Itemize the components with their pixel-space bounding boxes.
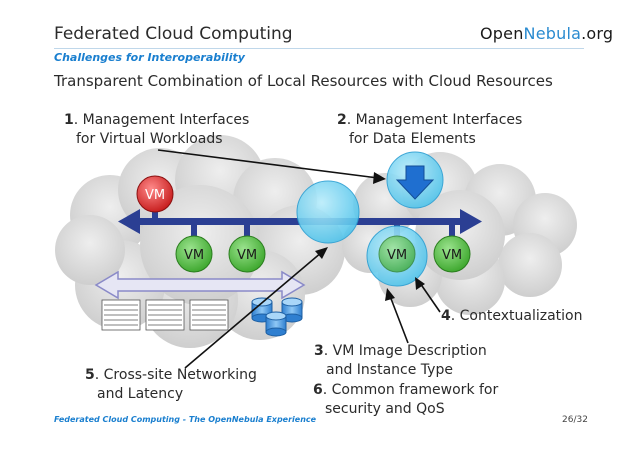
server-racks: [101, 299, 229, 331]
interop-bubble-center: [296, 180, 360, 244]
label-1-line1: . Management Interfaces: [73, 112, 250, 128]
label-5-number: 5: [85, 367, 95, 383]
storage-arrow: [94, 270, 306, 300]
label-1-number: 1: [64, 112, 74, 128]
label-management-data: 2. Management Interfaces for Data Elemen…: [337, 111, 522, 149]
label-4-number: 4: [441, 308, 451, 324]
vm-red-label: VM: [145, 188, 165, 203]
label-vm-image: 3. VM Image Description and Instance Typ…: [314, 342, 487, 380]
label-2-line1: . Management Interfaces: [346, 112, 523, 128]
label-5-line2: and Latency: [97, 386, 184, 402]
label-security-qos: 6. Common framework for security and QoS: [313, 381, 498, 419]
label-4-line1: . Contextualization: [450, 308, 583, 324]
label-6-line1: . Common framework for: [322, 382, 499, 398]
vm-green-label-3: VM: [442, 248, 462, 263]
vm-green-circle-4: [433, 235, 471, 273]
slide-title: Federated Cloud Computing: [54, 24, 293, 44]
vm-green-circle-3: [378, 235, 416, 273]
label-management-workloads: 1. Management Interfaces for Virtual Wor…: [64, 111, 249, 149]
label-1-line2: for Virtual Workloads: [76, 131, 223, 147]
label-6-number: 6: [313, 382, 323, 398]
label-3-line2: and Instance Type: [326, 362, 453, 378]
vm-green-label-1: VM: [184, 248, 204, 263]
label-cross-site-networking: 5. Cross-site Networking and Latency: [85, 366, 257, 404]
label-5-line1: . Cross-site Networking: [94, 367, 257, 383]
vm-green-circle-1: [175, 235, 213, 273]
vm-green-label-2: VM: [237, 248, 257, 263]
slide-subtitle: Challenges for Interoperability: [54, 51, 245, 64]
vm-red-circle: [136, 175, 174, 213]
label-3-line1: . VM Image Description: [323, 343, 487, 359]
label-2-number: 2: [337, 112, 347, 128]
header-divider: [54, 48, 584, 49]
label-2-line2: for Data Elements: [349, 131, 476, 147]
download-arrow-icon: [395, 165, 435, 200]
pointer-arrows: [157, 149, 441, 369]
label-3-number: 3: [314, 343, 324, 359]
page-number: 26/32: [562, 415, 588, 425]
logo-nebula-text: Nebula: [523, 24, 582, 43]
opennebula-logo: OpenNebula.org: [480, 24, 613, 43]
slide-heading: Transparent Combination of Local Resourc…: [54, 72, 553, 90]
slide-footer: Federated Cloud Computing - The OpenNebu…: [54, 415, 317, 424]
logo-open-text: Open: [480, 24, 524, 43]
vm-blue-label: VM: [387, 248, 407, 263]
storage-cylinders: [251, 297, 303, 337]
logo-org-text: .org: [581, 24, 614, 43]
label-contextualization: 4. Contextualization: [441, 307, 582, 326]
vm-green-circle-2: [228, 235, 266, 273]
label-6-line2: security and QoS: [325, 401, 445, 417]
